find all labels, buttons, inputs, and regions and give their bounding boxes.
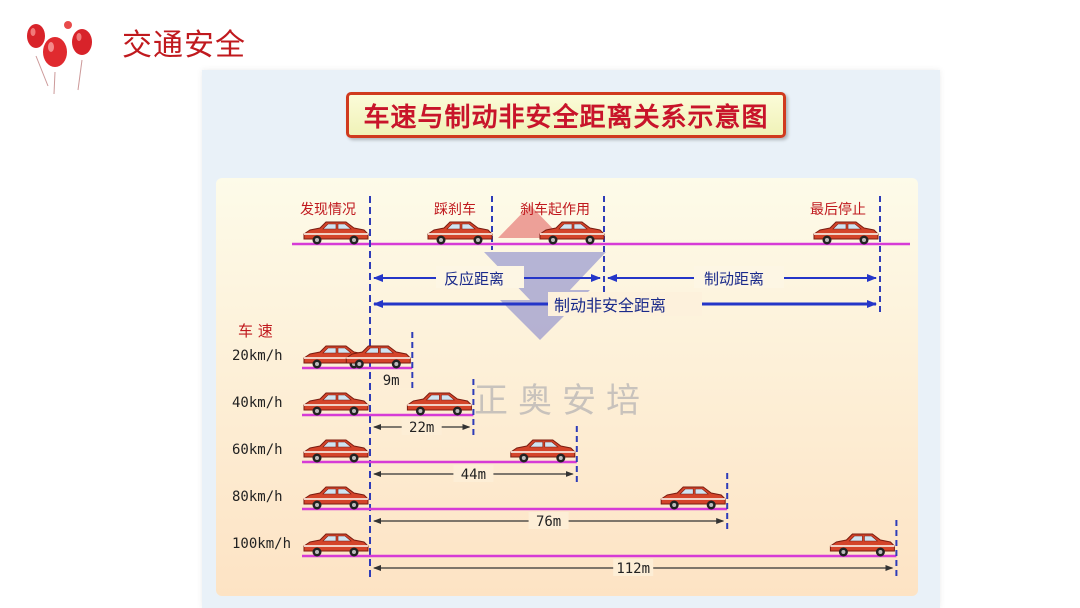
car-brake-press [427, 221, 493, 245]
braking-distance-label: 制动距离 [704, 270, 764, 288]
row-4-car-stop [660, 486, 726, 510]
row-5-car-start [303, 533, 369, 557]
row-4-car-start [303, 486, 369, 510]
car-discover [303, 221, 369, 245]
row-5-distance-label: 112m [616, 561, 650, 577]
label-discover: 发现情况 [300, 202, 356, 218]
label-brake-press: 踩刹车 [434, 201, 476, 218]
row-1-speed-label: 20km/h [232, 348, 283, 364]
watermark-text: 正奥安培 [474, 381, 650, 421]
speed-rows: 20km/h 9m 40km/h 22m 60km/h 44m 80km/h 76m 100km… [232, 332, 898, 580]
unsafe-distance-label: 制动非安全距离 [554, 296, 666, 315]
row-2-car-stop [406, 392, 472, 416]
reaction-distance-label: 反应距离 [444, 270, 504, 288]
row-2-distance-label: 22m [409, 420, 434, 436]
row-2-speed-label: 40km/h [232, 395, 283, 411]
balloons-icon [22, 16, 102, 98]
row-3-speed-label: 60km/h [232, 442, 283, 458]
speed-axis-label: 车 速 [238, 322, 273, 340]
row-3-car-start [303, 439, 369, 463]
row-1-distance-label: 9m [383, 373, 400, 389]
row-3-car-stop [510, 439, 576, 463]
row-2-car-start [303, 392, 369, 416]
label-stop: 最后停止 [810, 201, 866, 218]
row-4-speed-label: 80km/h [232, 489, 283, 505]
row-1-car-stop [345, 345, 411, 369]
row-4-distance-label: 76m [536, 514, 561, 530]
car-stop [813, 221, 879, 245]
row-5-speed-label: 100km/h [232, 536, 291, 552]
label-brake-effect: 刹车起作用 [520, 201, 590, 218]
page-title: 交通安全 [122, 28, 246, 63]
diagram-title: 车速与制动非安全距离关系示意图 [346, 92, 786, 138]
row-3-distance-label: 44m [461, 467, 486, 483]
row-5-car-stop [829, 533, 895, 557]
